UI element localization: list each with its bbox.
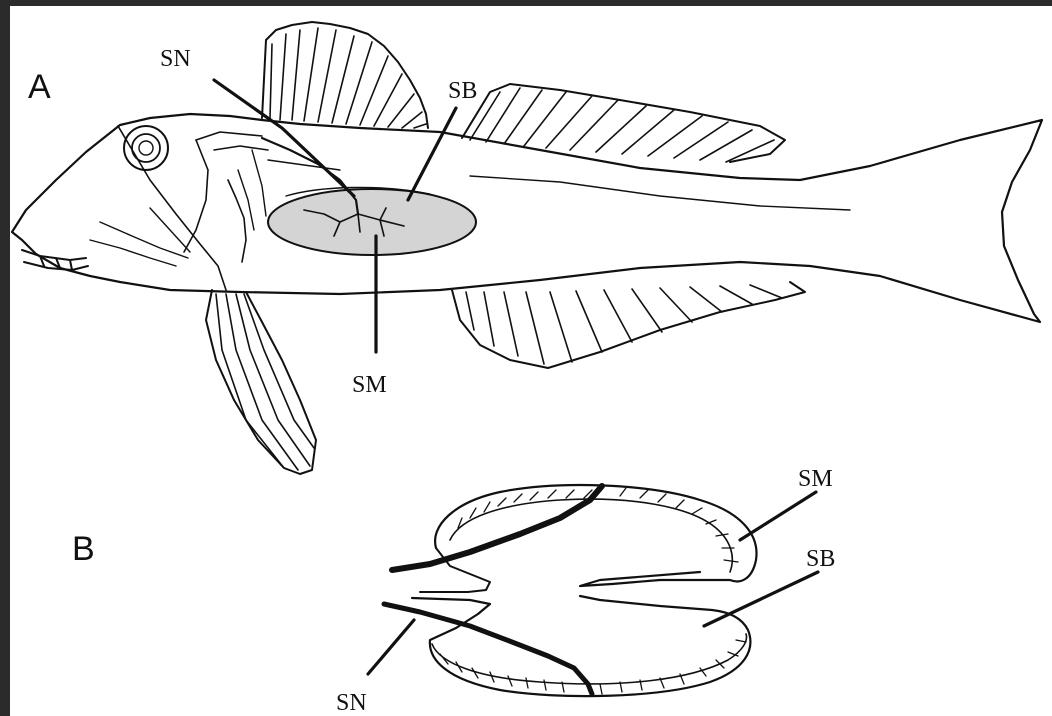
sn-leader-line-b	[368, 620, 414, 674]
fish-body	[12, 114, 1042, 322]
sn-leader-line	[214, 80, 354, 196]
pectoral-fin	[206, 290, 316, 474]
sonic-nerve-b	[384, 486, 602, 694]
panel-a: A	[12, 22, 1042, 474]
diagram-frame: A	[10, 6, 1052, 716]
swim-bladder	[268, 187, 476, 255]
first-dorsal-fin	[262, 22, 428, 128]
label-sm: SM	[352, 372, 387, 398]
lower-bladder-half	[412, 596, 750, 696]
fish-anatomy-diagram: A	[10, 6, 1052, 716]
anal-fin	[452, 282, 805, 368]
label-sm-b: SM	[798, 466, 833, 492]
panel-a-letter: A	[28, 68, 51, 106]
label-sn-b: SN	[336, 690, 367, 716]
label-sb-b: SB	[806, 546, 835, 572]
sm-leader-line-b	[740, 492, 816, 540]
sb-leader-line	[408, 108, 456, 200]
second-dorsal-fin	[462, 84, 785, 162]
panel-b: B SM SB SN	[72, 466, 835, 716]
label-sb: SB	[448, 78, 477, 104]
label-sn: SN	[160, 46, 191, 72]
panel-b-letter: B	[72, 530, 95, 568]
